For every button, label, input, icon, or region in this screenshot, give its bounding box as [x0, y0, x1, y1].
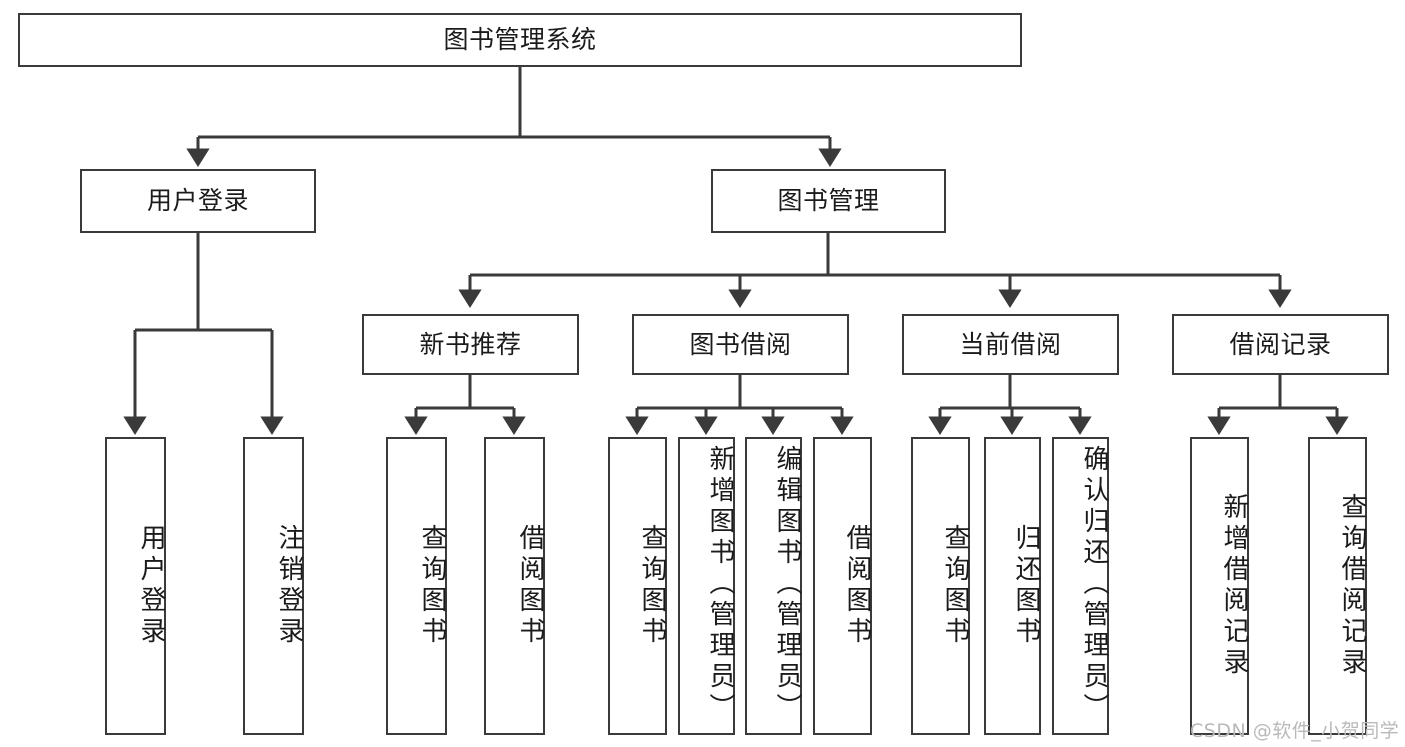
- node-label: 注销登录: [274, 524, 304, 648]
- leaf-borrow-book-recommend[interactable]: 借阅图书: [484, 437, 545, 735]
- leaf-query-book-recommend[interactable]: 查询图书: [386, 437, 447, 735]
- leaf-query-borrow-record[interactable]: 查询借阅记录: [1308, 437, 1367, 735]
- leaf-query-book-borrow[interactable]: 查询图书: [608, 437, 667, 735]
- node-label: 用户登录: [136, 524, 166, 648]
- leaf-borrow-book[interactable]: 借阅图书: [813, 437, 872, 735]
- leaf-user-login[interactable]: 用户登录: [105, 437, 166, 735]
- node-current-borrow[interactable]: 当前借阅: [902, 314, 1119, 375]
- node-label: 当前借阅: [959, 329, 1062, 359]
- node-label: 确认归还（管理员）: [1079, 445, 1109, 724]
- node-label: 查询图书: [637, 524, 667, 648]
- node-label: 图书管理: [777, 186, 880, 216]
- node-label: 查询图书: [940, 524, 970, 648]
- node-new-book-recommend[interactable]: 新书推荐: [362, 314, 579, 375]
- leaf-confirm-return-admin[interactable]: 确认归还（管理员）: [1052, 437, 1109, 735]
- node-label: 归还图书: [1011, 524, 1041, 648]
- leaf-add-book-admin[interactable]: 新增图书（管理员）: [678, 437, 735, 735]
- node-label: 借阅记录: [1229, 329, 1332, 359]
- csdn-watermark: CSDN @软件_小贺同学: [1190, 720, 1400, 742]
- leaf-edit-book-admin[interactable]: 编辑图书（管理员）: [745, 437, 802, 735]
- node-label: 编辑图书（管理员）: [772, 445, 802, 724]
- node-root-system[interactable]: 图书管理系统: [18, 13, 1022, 67]
- node-label: 新增图书（管理员）: [705, 445, 735, 724]
- node-book-borrow[interactable]: 图书借阅: [632, 314, 849, 375]
- node-label: 新书推荐: [419, 329, 522, 359]
- leaf-return-book[interactable]: 归还图书: [984, 437, 1041, 735]
- node-label: 借阅图书: [515, 524, 545, 648]
- node-book-management[interactable]: 图书管理: [711, 169, 946, 233]
- node-label: 查询借阅记录: [1337, 493, 1367, 679]
- node-label: 查询图书: [417, 524, 447, 648]
- leaf-logout[interactable]: 注销登录: [243, 437, 304, 735]
- node-label: 图书管理系统: [443, 25, 597, 55]
- node-borrow-record[interactable]: 借阅记录: [1172, 314, 1389, 375]
- node-label: 借阅图书: [842, 524, 872, 648]
- node-label: 新增借阅记录: [1219, 493, 1249, 679]
- node-user-login[interactable]: 用户登录: [80, 169, 316, 233]
- leaf-add-borrow-record[interactable]: 新增借阅记录: [1190, 437, 1249, 735]
- node-label: 图书借阅: [689, 329, 792, 359]
- node-label: 用户登录: [146, 186, 249, 216]
- leaf-query-book-current[interactable]: 查询图书: [911, 437, 970, 735]
